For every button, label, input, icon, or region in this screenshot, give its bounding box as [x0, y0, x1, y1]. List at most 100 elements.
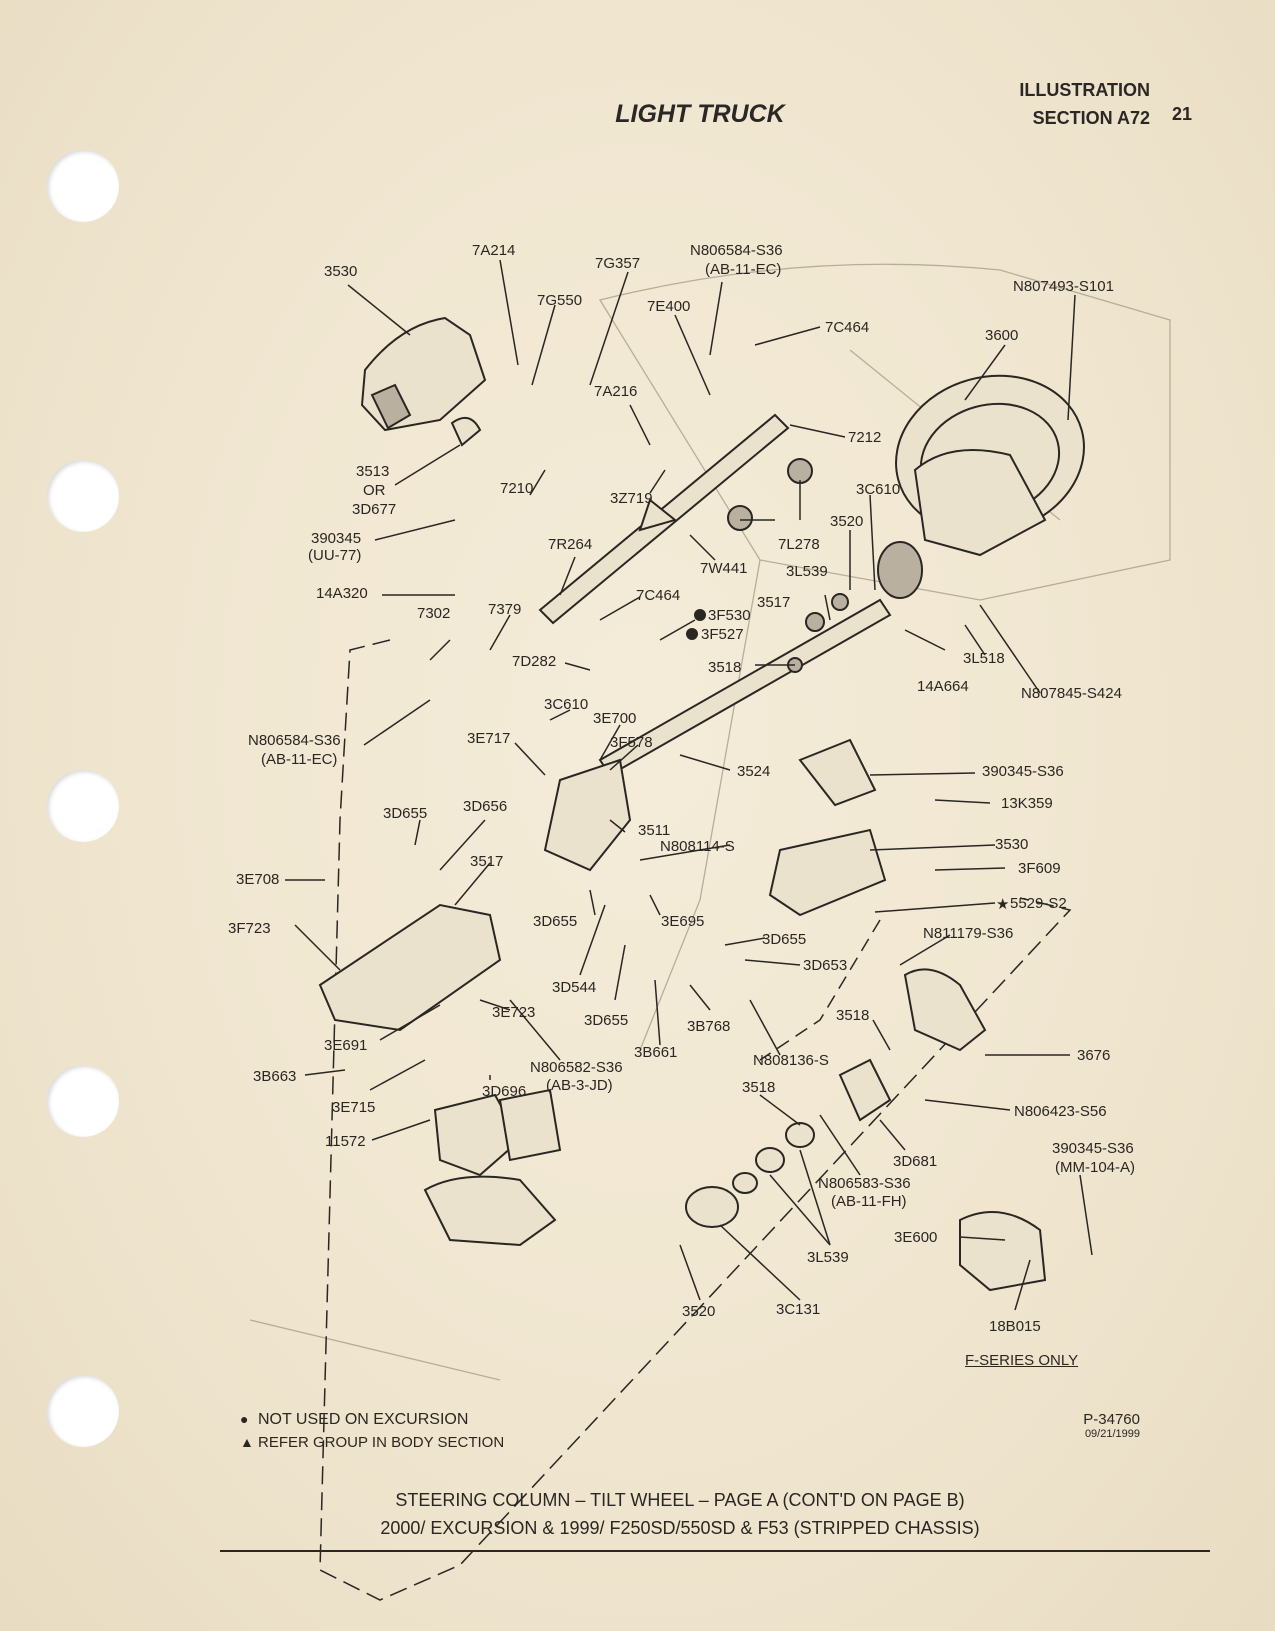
binder-hole — [47, 770, 119, 842]
part-label: 14A664 — [917, 678, 969, 695]
part-label: 14A320 — [316, 585, 368, 602]
part-label: 3D655 — [533, 913, 577, 930]
star-marker: ★ — [996, 896, 1009, 913]
figure-number: P-34760 — [1083, 1411, 1140, 1428]
part-label: 3D655 — [584, 1012, 628, 1029]
binder-hole — [47, 1375, 119, 1447]
part-label: N807493-S101 — [1013, 278, 1114, 295]
part-label: 3E695 — [661, 913, 704, 930]
part-label: 3C610 — [544, 696, 588, 713]
part-label: 3518 — [742, 1079, 775, 1096]
part-label: 11572 — [325, 1133, 366, 1150]
part-label: 3D656 — [463, 798, 507, 815]
part-label: 3517 — [757, 594, 790, 611]
part-label: 3D544 — [552, 979, 596, 996]
part-label: 7G357 — [595, 255, 640, 272]
part-label: 7302 — [417, 605, 450, 622]
part-label: N806582-S36 — [530, 1059, 623, 1076]
part-label: 3Z719 — [610, 490, 653, 507]
steering-wheel — [877, 374, 1085, 599]
part-label: 3C610 — [856, 481, 900, 498]
part-label: (AB-3-JD) — [546, 1077, 613, 1094]
part-label: 18B015 — [989, 1318, 1041, 1335]
part-label: N808136-S — [753, 1052, 829, 1069]
part-label: 7L278 — [778, 536, 820, 553]
legend-item: ▲REFER GROUP IN BODY SECTION — [240, 1434, 504, 1451]
part-label: 7D282 — [512, 653, 556, 670]
part-label: 3E700 — [593, 710, 636, 727]
part-label: 7379 — [488, 601, 521, 618]
f-series-only-label: F-SERIES ONLY — [965, 1352, 1079, 1369]
part-label: 3L539 — [786, 563, 828, 580]
part-label: 7R264 — [548, 536, 592, 553]
part-label: (AB-11-EC) — [705, 261, 781, 278]
legend-item: ●NOT USED ON EXCURSION — [240, 1411, 468, 1429]
part-label: 3600 — [985, 327, 1018, 344]
legend-text: REFER GROUP IN BODY SECTION — [258, 1434, 505, 1451]
part-label: 3E708 — [236, 871, 279, 888]
part-label: 13K359 — [1001, 795, 1053, 812]
part-label: 3B768 — [687, 1018, 730, 1035]
part-label: N807845-S424 — [1021, 685, 1122, 702]
part-label: 3F723 — [228, 920, 271, 937]
excursion-marker — [686, 628, 698, 640]
column-housing — [318, 738, 1047, 1292]
part-label: 3D653 — [803, 957, 847, 974]
part-label: 3524 — [737, 763, 770, 780]
background-outline — [249, 263, 1171, 1381]
part-label: 3D696 — [482, 1083, 526, 1100]
part-label: 3E717 — [467, 730, 510, 747]
section-heading: ILLUSTRATION SECTION A72 — [1000, 76, 1150, 132]
part-label: 3E723 — [492, 1004, 535, 1021]
part-label: 3L539 — [807, 1249, 849, 1266]
part-label: 7C464 — [636, 587, 680, 604]
part-labels: 3530 7A214 7G357 N806584-S36 (AB-11-EC) … — [228, 242, 1135, 1335]
part-label: OR — [363, 482, 386, 499]
binder-hole — [47, 460, 119, 532]
upper-shroud — [360, 316, 487, 447]
part-label: 3F609 — [1018, 860, 1061, 877]
part-label: 7A214 — [472, 242, 515, 259]
part-label: 5529-S2 — [1010, 895, 1067, 912]
part-label: 3F578 — [610, 734, 653, 751]
part-label: 7A216 — [594, 383, 637, 400]
part-label: 3530 — [995, 836, 1028, 853]
part-label: N806583-S36 — [818, 1175, 911, 1192]
part-label: 7C464 — [825, 319, 869, 336]
part-label: 3518 — [836, 1007, 869, 1024]
part-label: 3C131 — [776, 1301, 820, 1318]
bottom-rule — [220, 1550, 1210, 1552]
part-label: 3D681 — [893, 1153, 937, 1170]
part-label: 390345-S36 — [1052, 1140, 1134, 1157]
part-label: 3676 — [1077, 1047, 1110, 1064]
illustration-label: ILLUSTRATION — [1019, 80, 1150, 100]
excursion-marker — [694, 609, 706, 621]
part-label: 3L518 — [963, 650, 1005, 667]
part-label: 390345-S36 — [982, 763, 1064, 780]
part-label: 3D655 — [762, 931, 806, 948]
part-label: 3D655 — [383, 805, 427, 822]
part-label: 3F527 — [701, 626, 744, 643]
group-outline — [319, 639, 1072, 1601]
binder-hole — [47, 1065, 119, 1137]
part-label: N806584-S36 — [248, 732, 341, 749]
part-label: (MM-104-A) — [1055, 1159, 1135, 1176]
part-label: N811179-S36 — [923, 925, 1013, 942]
part-label: 3F530 — [708, 607, 751, 624]
legend-text: NOT USED ON EXCURSION — [258, 1411, 469, 1428]
part-label: 3511 — [638, 822, 670, 839]
part-label: 7W441 — [700, 560, 748, 577]
part-label: (UU-77) — [308, 547, 361, 564]
triangle-icon: ▲ — [240, 1434, 254, 1450]
figure-id: P-34760 09/21/1999 — [1070, 1411, 1140, 1440]
part-label: 3518 — [708, 659, 741, 676]
part-label: N806584-S36 — [690, 242, 783, 259]
page-number: 21 — [1172, 104, 1193, 124]
part-label: 3B661 — [634, 1044, 677, 1061]
steering-shaft — [538, 413, 892, 777]
part-label: 7G550 — [537, 292, 582, 309]
part-label: N806423-S56 — [1014, 1103, 1107, 1120]
part-label: 3520 — [830, 513, 863, 530]
